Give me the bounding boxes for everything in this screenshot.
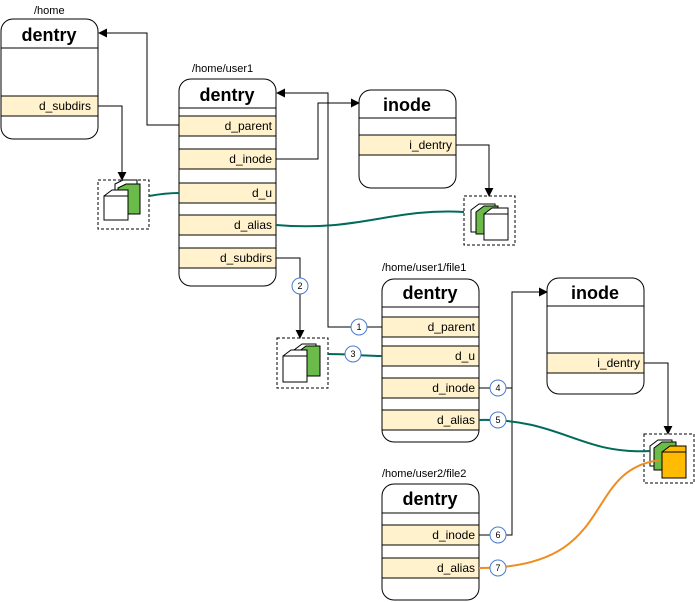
list-node-inode1-dentry	[463, 195, 516, 246]
field-user1-d-inode-label: d_inode	[229, 152, 272, 166]
inode-user1-title: inode	[383, 95, 431, 115]
link-home-list-to-user1-du	[148, 192, 180, 197]
link-file2-dalias-to-inode-list	[478, 459, 661, 569]
dentry-file1-box: dentry d_parent d_u d_inode d_alias	[381, 278, 480, 443]
badge-4: 4	[489, 379, 507, 397]
field-user1-d-subdirs-label: d_subdirs	[220, 251, 272, 265]
svg-text:7: 7	[495, 563, 500, 573]
svg-text:1: 1	[356, 322, 361, 332]
svg-text:4: 4	[495, 383, 500, 393]
field-inode1-i-dentry-label: i_dentry	[409, 138, 452, 152]
badge-6: 6	[489, 526, 507, 544]
line-file2-dinode-to-inode	[479, 388, 513, 536]
field-file1-d-alias-label: d_alias	[437, 413, 475, 427]
field-file2-d-inode-label: d_inode	[432, 528, 475, 542]
dentry-file1-title: dentry	[402, 283, 457, 303]
list-node-user1-subdirs	[276, 337, 329, 389]
badge-5: 5	[489, 411, 507, 429]
svg-text:5: 5	[495, 415, 500, 425]
inode-user1-box: inode i_dentry	[358, 89, 457, 189]
field-user1-d-parent	[178, 115, 277, 137]
field-user1-d-alias-label: d_alias	[234, 218, 272, 232]
field-file1-d-inode-label: d_inode	[432, 381, 475, 395]
svg-text:6: 6	[495, 530, 500, 540]
label-file2-path: /home/user2/file2	[382, 468, 466, 480]
arrow-file1-dinode-to-inode	[479, 287, 548, 389]
label-home-path: /home	[34, 5, 65, 17]
dentry-home-title: dentry	[21, 25, 76, 45]
field-inode2-i-dentry-label: i_dentry	[597, 356, 640, 370]
dentry-home-box: dentry d_subdirs	[0, 18, 99, 140]
inode-file-title: inode	[571, 283, 619, 303]
badge-2: 2	[291, 277, 309, 295]
arrow-home-subdirs-to-list	[98, 105, 127, 181]
list-node-inode2-dentry	[643, 433, 695, 484]
arrow-user1-subdirs-to-list	[276, 257, 305, 339]
badge-7: 7	[489, 559, 507, 577]
list-node-home-subdirs	[97, 179, 150, 230]
arrow-inode2-identry-to-list	[644, 362, 673, 435]
label-file1-path: /home/user1/file1	[382, 262, 466, 274]
arrow-user1-dparent-to-home	[98, 28, 179, 126]
badge-1: 1	[350, 318, 368, 336]
link-user1-dalias-to-inode-list	[275, 210, 465, 228]
arrow-user1-dinode-to-inode	[276, 98, 360, 160]
inode-file-box: inode i_dentry	[546, 277, 645, 395]
field-file2-d-alias-label: d_alias	[437, 561, 475, 575]
badge-3: 3	[344, 345, 362, 363]
field-file1-d-u-label: d_u	[455, 349, 475, 363]
label-user1-path: /home/user1	[192, 63, 253, 75]
arrow-inode1-identry-to-list	[456, 144, 494, 197]
field-home-d-subdirs-label: d_subdirs	[39, 99, 91, 113]
svg-text:3: 3	[350, 349, 355, 359]
dentry-file2-title: dentry	[402, 489, 457, 509]
field-user1-d-u-label: d_u	[252, 186, 272, 200]
dentry-user1-title: dentry	[199, 85, 254, 105]
field-user1-d-parent-label: d_parent	[225, 119, 273, 133]
field-file1-d-parent-label: d_parent	[428, 320, 476, 334]
svg-text:2: 2	[297, 281, 302, 291]
dentry-file2-box: dentry d_inode d_alias	[381, 483, 480, 601]
dentry-user1-box: dentry d_parent d_inode d_u d_alias d_su…	[178, 78, 277, 287]
